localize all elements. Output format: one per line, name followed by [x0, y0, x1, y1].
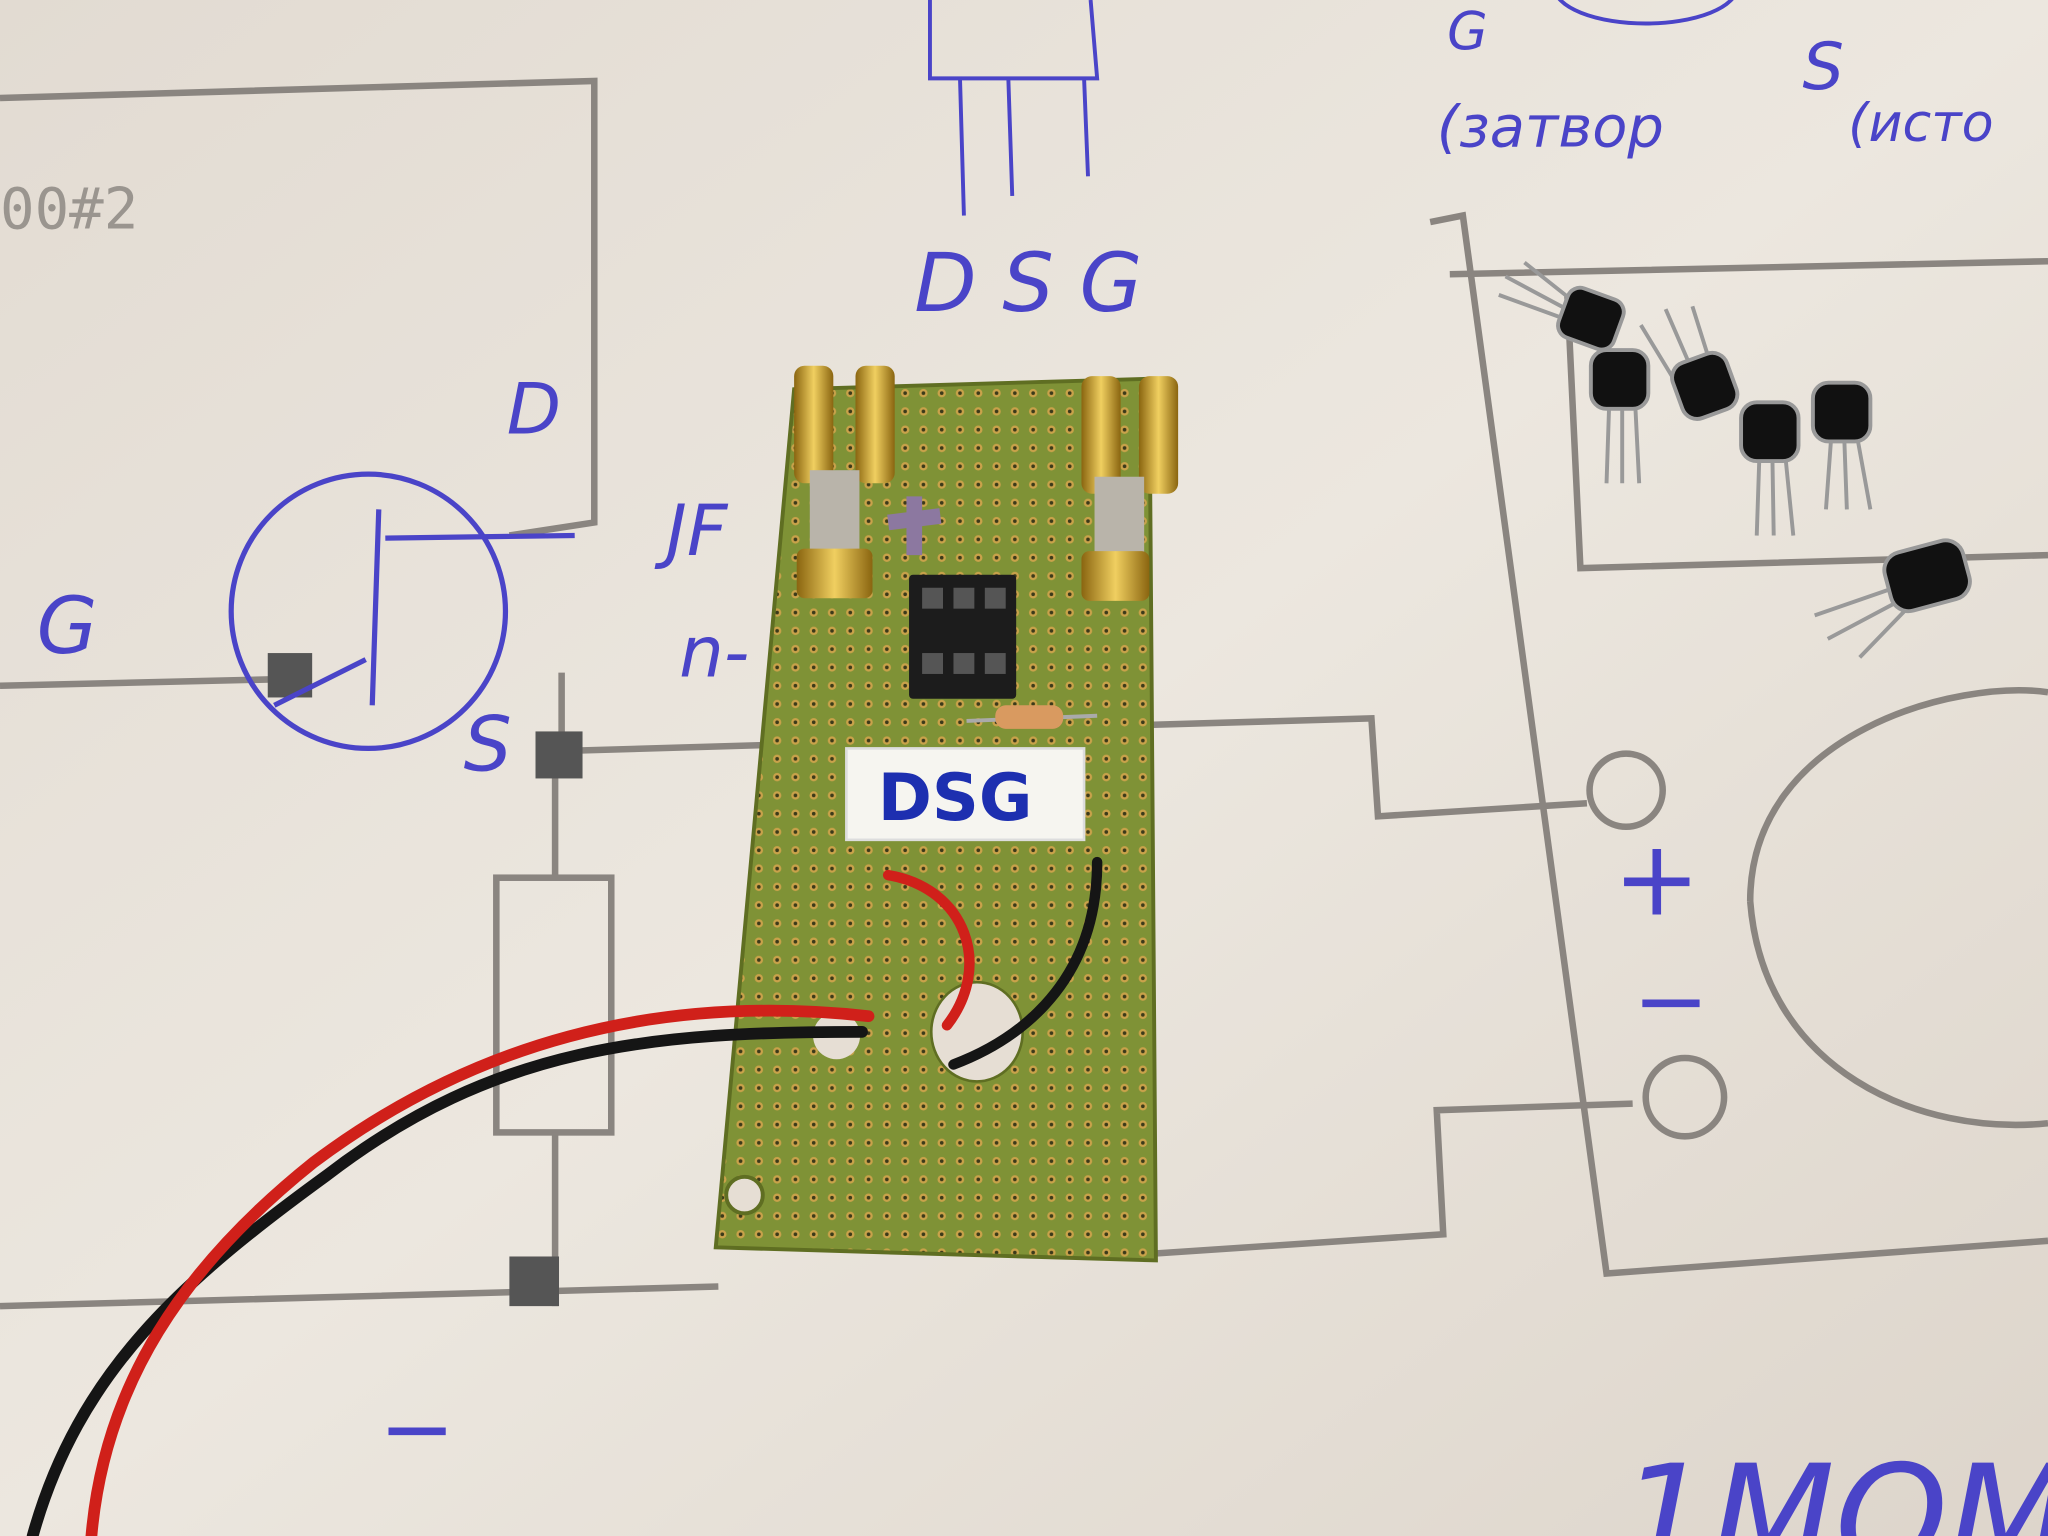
plus-sign: +: [1613, 817, 1701, 939]
istok-text: (исто: [1848, 94, 1993, 154]
minus-sign: −: [1633, 947, 1710, 1054]
wires: [26, 856, 1103, 1536]
top-gate-label: G: [1447, 3, 1487, 63]
label-sticker: DSG: [845, 747, 1086, 842]
pcb-label-text: DSG: [878, 760, 1033, 836]
drain-label: D: [507, 369, 561, 451]
jf-label: JF: [654, 490, 729, 572]
bottom-minus-sign: −: [379, 1375, 456, 1482]
zatvor-text: (затвор: [1437, 93, 1664, 160]
source-label: S: [464, 701, 512, 789]
gold-terminals: [794, 365, 1179, 601]
bottom-value-text: 1MOM: [1620, 1434, 2048, 1536]
n-channel-label: n-: [679, 612, 749, 694]
resistor: [966, 705, 1098, 729]
ic-socket: [909, 574, 1017, 699]
pin-order-text: D S G: [914, 237, 1142, 331]
top-source-label: S: [1802, 29, 1843, 105]
printed-schematic: 00#2: [0, 77, 2048, 1310]
handwriting: D S G G D S JF n- G S (затвор (исто + − …: [37, 0, 2048, 1536]
printed-ref-text: 00#2: [0, 176, 138, 243]
jfet-transistors: [1498, 260, 1972, 659]
gate-label: G: [37, 581, 98, 672]
